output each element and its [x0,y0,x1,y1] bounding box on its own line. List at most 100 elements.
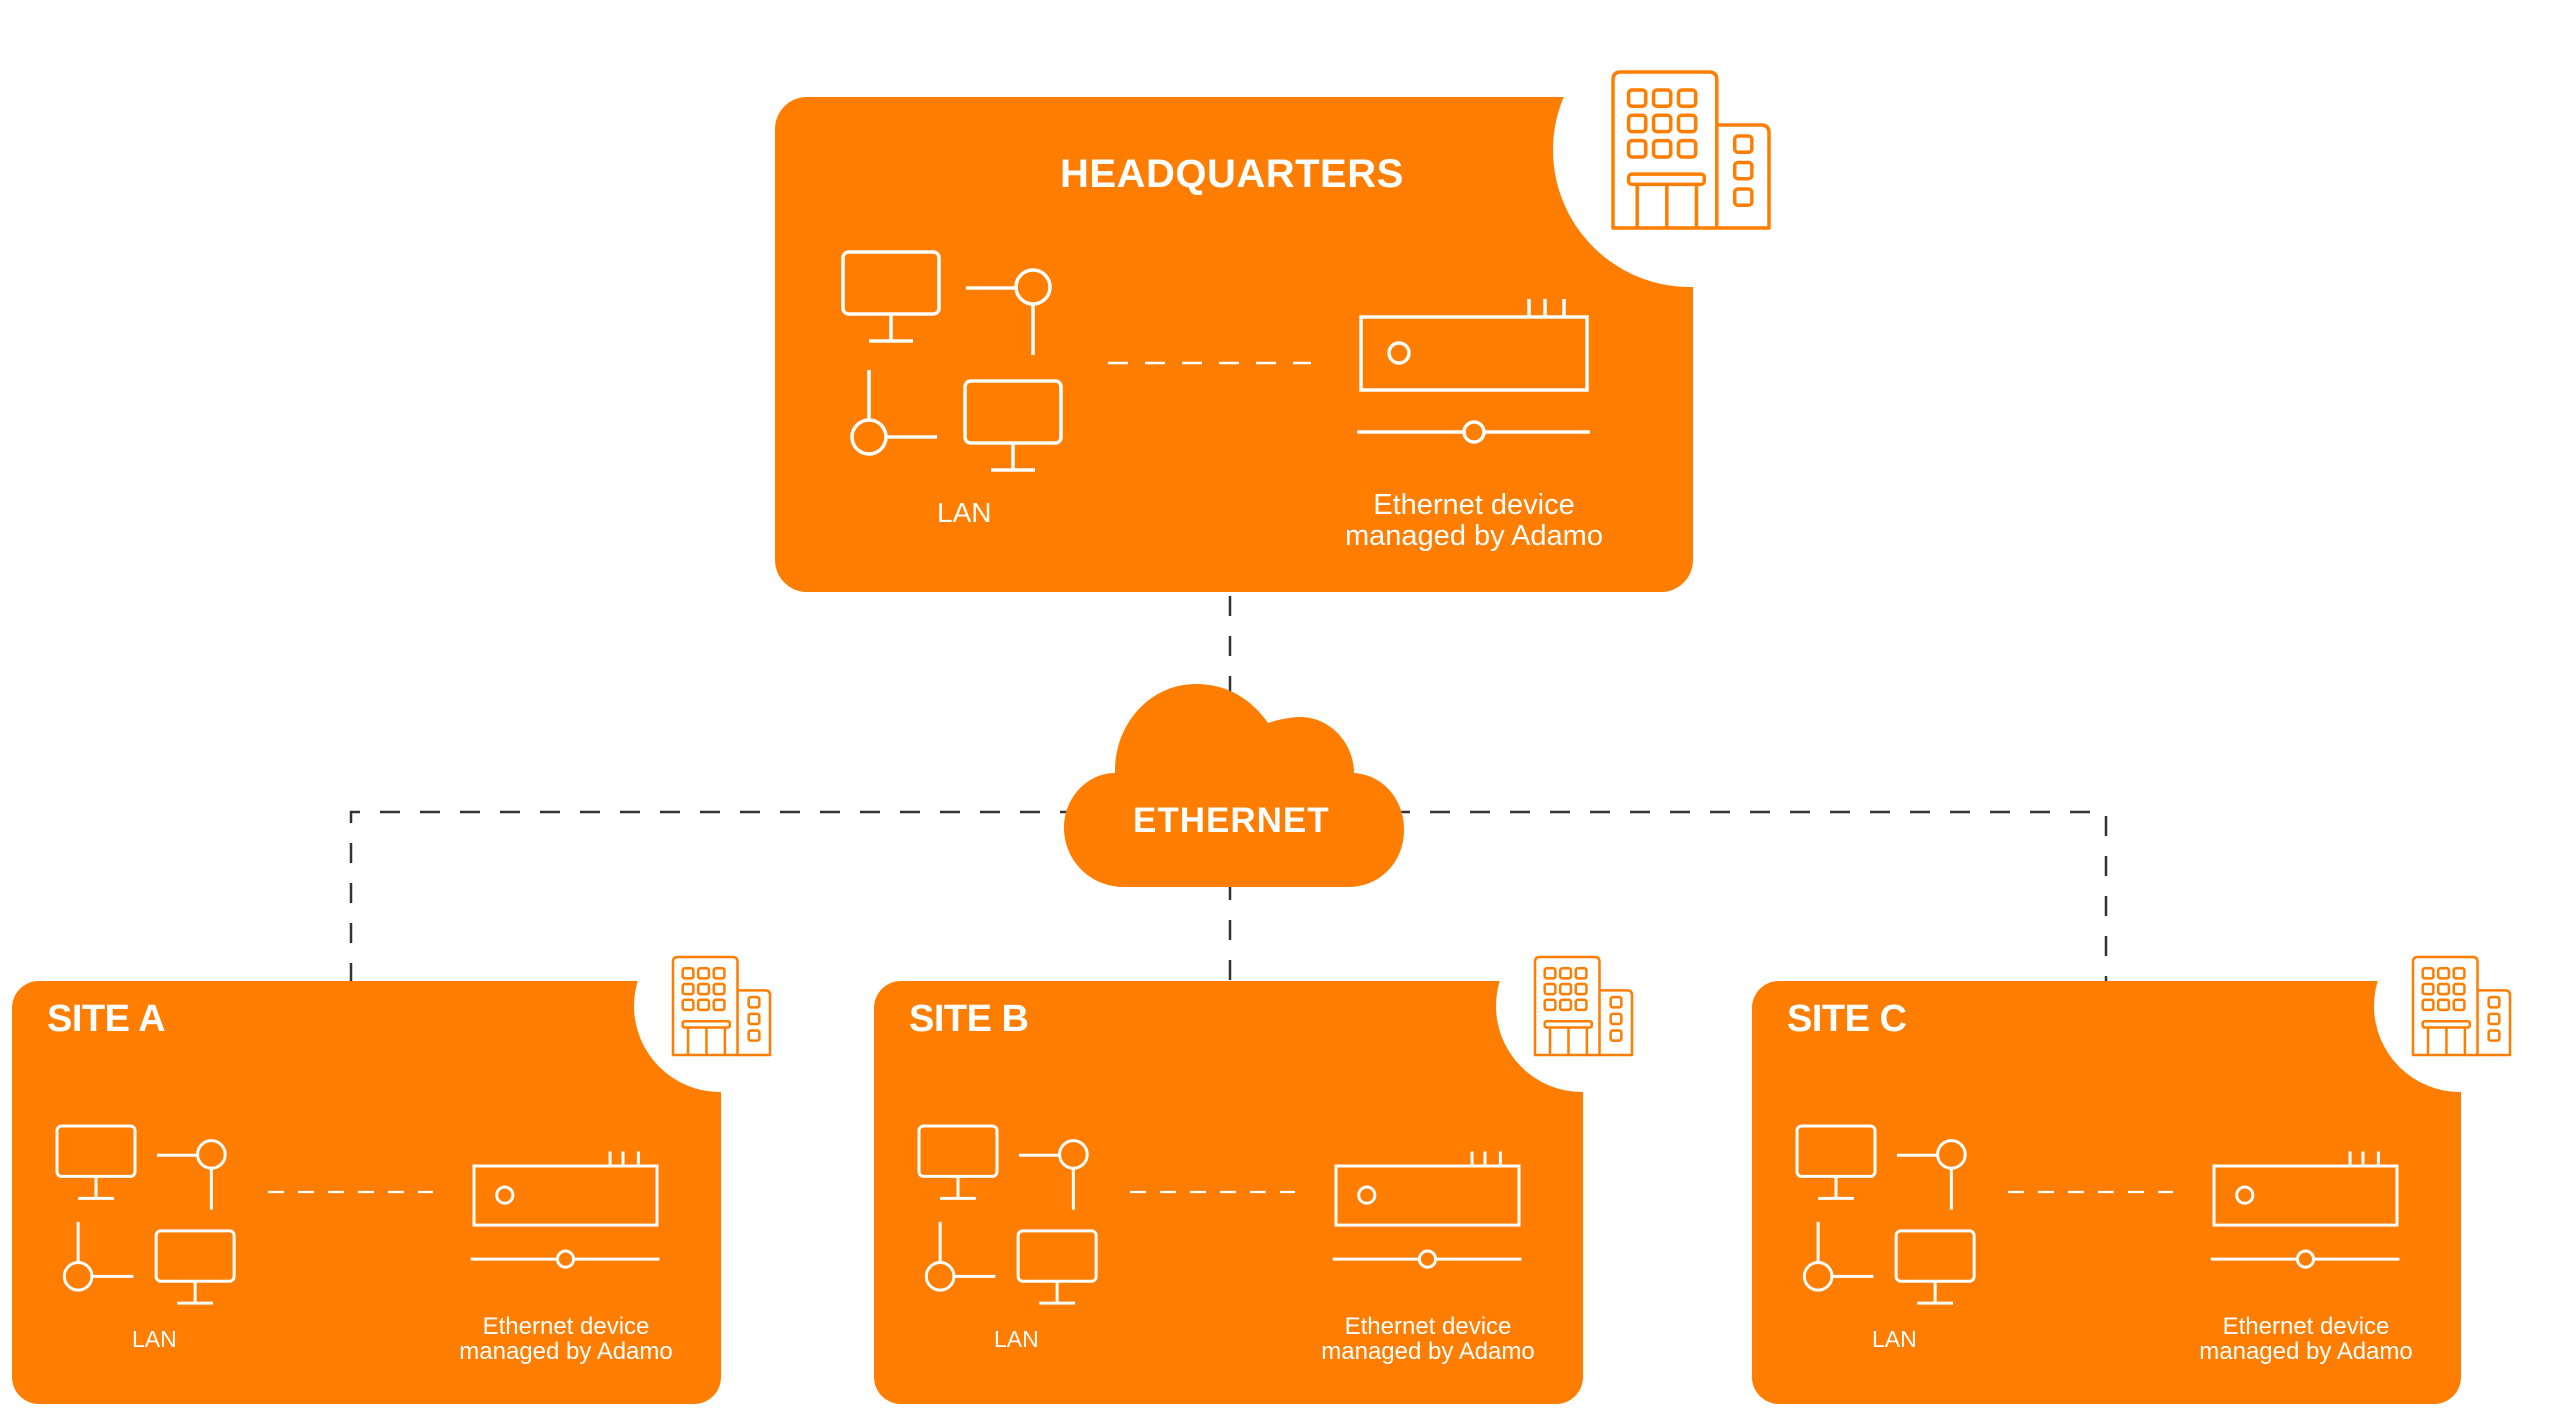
building-window [2452,967,2466,980]
building-window [1626,113,1648,134]
cloud-label: ETHERNET [1133,801,1330,840]
building-window [1543,967,1557,980]
building-window [1609,1029,1623,1042]
lan-node-1 [156,1139,227,1210]
building-window [1609,1012,1623,1026]
device-led [1387,341,1411,365]
site-c-title: SITE C [1787,998,1907,1040]
headquarters-device-label-line2: managed by Adamo [1345,520,1603,552]
building-window [2436,982,2451,996]
building-tower [1611,70,1719,230]
building-annex [1716,123,1771,230]
building-tower [1533,955,1601,1057]
site-b-ethernet-device-icon [1332,1151,1522,1269]
site-c-device-label-line2: managed by Adamo [2199,1338,2413,1365]
lan-node-2 [62,1221,134,1292]
lan-monitor-1 [917,1124,999,1200]
device-box [1334,1164,1521,1227]
site-a-title: SITE A [47,998,166,1040]
site-cards [12,920,2546,1404]
building-doors [1548,1027,1589,1055]
headquarters-card-shape-notch [1553,13,1827,287]
lan-monitor-1 [841,250,941,343]
site-a-building-icon [671,955,772,1057]
building-window [1651,138,1673,159]
site-c-card [1752,920,2546,1404]
device-port-circle [1417,1249,1438,1269]
device-box [2212,1164,2399,1227]
building-window [696,967,711,980]
site-c-device-label-line1: Ethernet device [2222,1313,2390,1340]
site-a-lan-label: LAN [132,1326,177,1352]
site-b-title: SITE B [909,998,1029,1040]
building-window [712,998,726,1012]
building-annex [737,989,772,1057]
lan-monitor-1 [55,1124,137,1200]
building-window [1732,134,1754,155]
building-window [681,967,695,980]
building-window [2421,982,2435,996]
site-b-card-shape-notch [1496,920,1668,1092]
building-window [1732,160,1754,181]
building-window [1651,113,1673,134]
device-box [472,1164,659,1227]
site-c-device-label: Ethernet device managed by Adamo [2176,1314,2436,1364]
cloud-to-site-a-connector [349,810,1080,981]
building-tower [2411,955,2479,1057]
building-window [1574,967,1588,980]
building-window [1558,982,1573,996]
building-window [696,998,711,1012]
building-doors [686,1027,727,1055]
site-a-device-label: Ethernet device managed by Adamo [436,1314,696,1364]
building-window [747,1012,761,1026]
lan-monitor-1 [1795,1124,1877,1200]
building-window [1676,88,1698,108]
site-b-lan-label: LAN [994,1326,1039,1352]
building-window [681,982,695,996]
building-window [2487,995,2501,1009]
building-window [1543,982,1557,996]
headquarters-lan-label: LAN [937,497,992,528]
building-annex [1599,989,1634,1057]
site-c-lan-label: LAN [1872,1326,1917,1352]
building-window [2452,998,2466,1012]
headquarters-ethernet-device-icon [1357,299,1590,444]
building-window [1626,138,1648,159]
building-window [747,1029,761,1042]
lan-monitor-2 [963,379,1063,472]
lan-node-2 [850,370,937,456]
lan-node-2 [1802,1221,1874,1292]
building-window [2421,998,2435,1012]
building-window [1558,998,1573,1012]
device-box [1359,315,1589,392]
building-window [1676,138,1698,159]
building-window [1558,967,1573,980]
building-window [1626,88,1648,108]
site-a-lan-icon [55,1124,236,1305]
building-window [1574,998,1588,1012]
lan-monitor-2 [1894,1229,1976,1305]
building-window [2436,967,2451,980]
building-canopy [1626,172,1707,187]
site-a-ethernet-device-icon [470,1151,660,1269]
lan-node-2 [924,1221,996,1292]
building-window [712,967,726,980]
building-window [1574,982,1588,996]
building-window [1543,998,1557,1012]
site-c-lan-icon [1795,1124,1976,1305]
site-b-device-label-line2: managed by Adamo [1321,1338,1535,1365]
building-window [712,982,726,996]
headquarters-device-label-line1: Ethernet device [1373,489,1575,521]
site-c-card-shape-notch [2374,920,2546,1092]
site-b-lan-icon [917,1124,1098,1305]
headquarters-lan-icon [841,250,1063,472]
site-a-device-label-line1: Ethernet device [482,1313,650,1340]
lan-node-1 [1018,1139,1089,1210]
building-window [2421,967,2435,980]
building-window [681,998,695,1012]
building-window [747,995,761,1009]
headquarters-card [775,13,1827,592]
headquarters-device-label: Ethernet device managed by Adamo [1314,490,1634,552]
building-window [2436,998,2451,1012]
